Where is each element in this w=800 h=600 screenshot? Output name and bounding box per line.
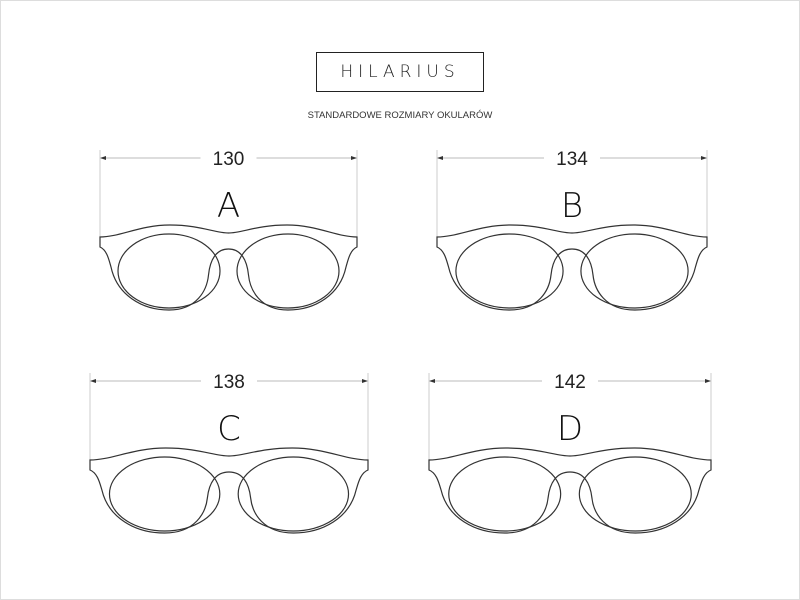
subtitle: STANDARDOWE ROZMIARY OKULARÓW xyxy=(307,110,493,121)
glasses-frame-icon xyxy=(437,225,707,310)
size-letter: B xyxy=(561,186,583,226)
width-label: 130 xyxy=(213,149,245,170)
size-letter: C xyxy=(217,409,241,449)
size-letter: A xyxy=(217,186,240,226)
width-label: 138 xyxy=(213,372,245,393)
glasses-frame-icon xyxy=(429,448,711,533)
brand-logo: HILARIUS xyxy=(316,52,484,92)
width-label: 142 xyxy=(554,372,586,393)
size-letter: D xyxy=(557,409,583,449)
glasses-frame-icon xyxy=(100,225,357,310)
glasses-frame-icon xyxy=(90,448,368,533)
width-label: 134 xyxy=(556,149,588,170)
